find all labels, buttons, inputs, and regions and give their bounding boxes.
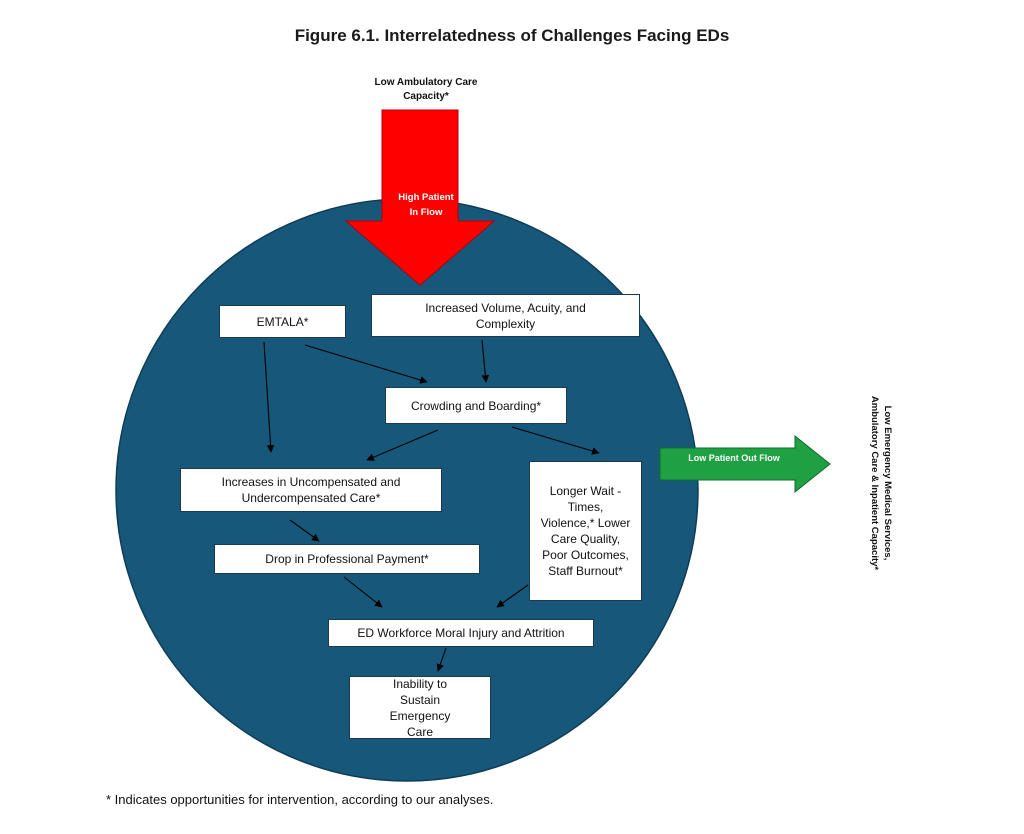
outflow-arrow bbox=[659, 434, 831, 494]
inflow-arrow bbox=[344, 109, 496, 286]
node-inability: Inability to Sustain Emergency Care bbox=[349, 676, 491, 739]
inflow-arrow-label: High Patient In Flow bbox=[398, 192, 454, 218]
footnote: * Indicates opportunities for interventi… bbox=[106, 792, 494, 807]
node-wait-times: Longer Wait - Times, Violence,* Lower Ca… bbox=[529, 461, 642, 601]
node-emtala: EMTALA* bbox=[219, 305, 346, 338]
edge-emtala-uncompensated bbox=[263, 341, 275, 453]
outflow-arrow-label: Low Patient Out Flow bbox=[688, 453, 780, 463]
edge-volume-crowding bbox=[481, 339, 490, 383]
top-input-label: Low Ambulatory Care Capacity* bbox=[374, 77, 478, 102]
node-uncompensated: Increases in Uncompensated and Undercomp… bbox=[180, 468, 442, 512]
side-capacity-label: Low Emergency Medical Services, Ambulato… bbox=[869, 395, 893, 571]
edge-crowding-uncompensated bbox=[366, 429, 439, 461]
figure-title: Figure 6.1. Interrelatedness of Challeng… bbox=[294, 26, 730, 45]
edge-payment-moralinjury bbox=[343, 576, 383, 608]
edge-moralinjury-inability bbox=[436, 647, 447, 672]
node-payment: Drop in Professional Payment* bbox=[214, 544, 480, 574]
edge-uncompensated-payment bbox=[289, 519, 320, 542]
edge-emtala-crowding bbox=[304, 344, 428, 384]
edge-waittimes-moralinjury bbox=[496, 584, 529, 608]
node-moral-injury: ED Workforce Moral Injury and Attrition bbox=[328, 619, 594, 647]
node-volume: Increased Volume, Acuity, and Complexity bbox=[371, 294, 640, 337]
node-crowding: Crowding and Boarding* bbox=[385, 387, 567, 424]
edge-crowding-waittimes bbox=[511, 426, 600, 455]
